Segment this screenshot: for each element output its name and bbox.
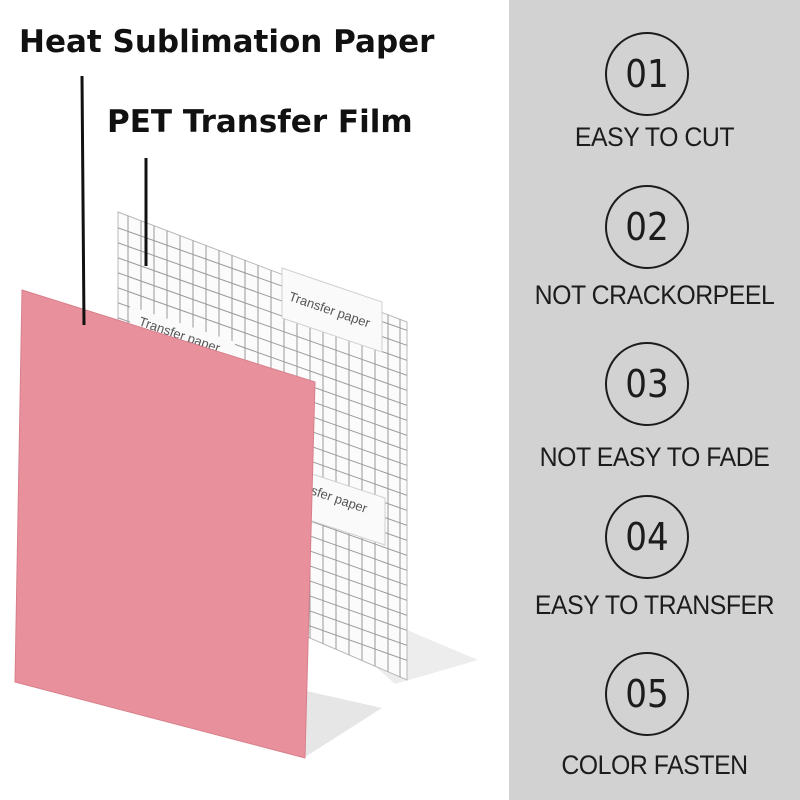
- paper-illustration: Transfer paper Transfer paper sfer paper: [14, 75, 478, 759]
- feature-text-05: COLOR FASTEN: [561, 750, 748, 780]
- feature-text-04: EASY TO TRANSFER: [534, 590, 775, 620]
- heat-sublimation-label: Heat Sublimation Paper: [19, 24, 435, 60]
- sheet-shadow: [302, 690, 382, 757]
- illustration-panel: Transfer paper Transfer paper sfer paper…: [14, 24, 478, 759]
- pet-film-label: PET Transfer Film: [107, 104, 413, 140]
- feature-badge-04: 04: [605, 495, 689, 579]
- heat-pointer-line: [80, 75, 86, 326]
- feature-badge-02: 02: [605, 185, 689, 269]
- pink-sublimation-sheet: [14, 289, 316, 759]
- feature-badge-03: 03: [605, 342, 689, 426]
- features-panel: 01 EASY TO CUT 02 NOT CRACKORPEEL 03 NOT…: [509, 0, 800, 800]
- feature-badge-05: 05: [605, 652, 689, 736]
- feature-text-03: NOT EASY TO FADE: [539, 442, 770, 472]
- feature-badge-01: 01: [605, 32, 689, 116]
- feature-text-02: NOT CRACKORPEEL: [534, 280, 775, 310]
- feature-text-01: EASY TO CUT: [574, 122, 735, 152]
